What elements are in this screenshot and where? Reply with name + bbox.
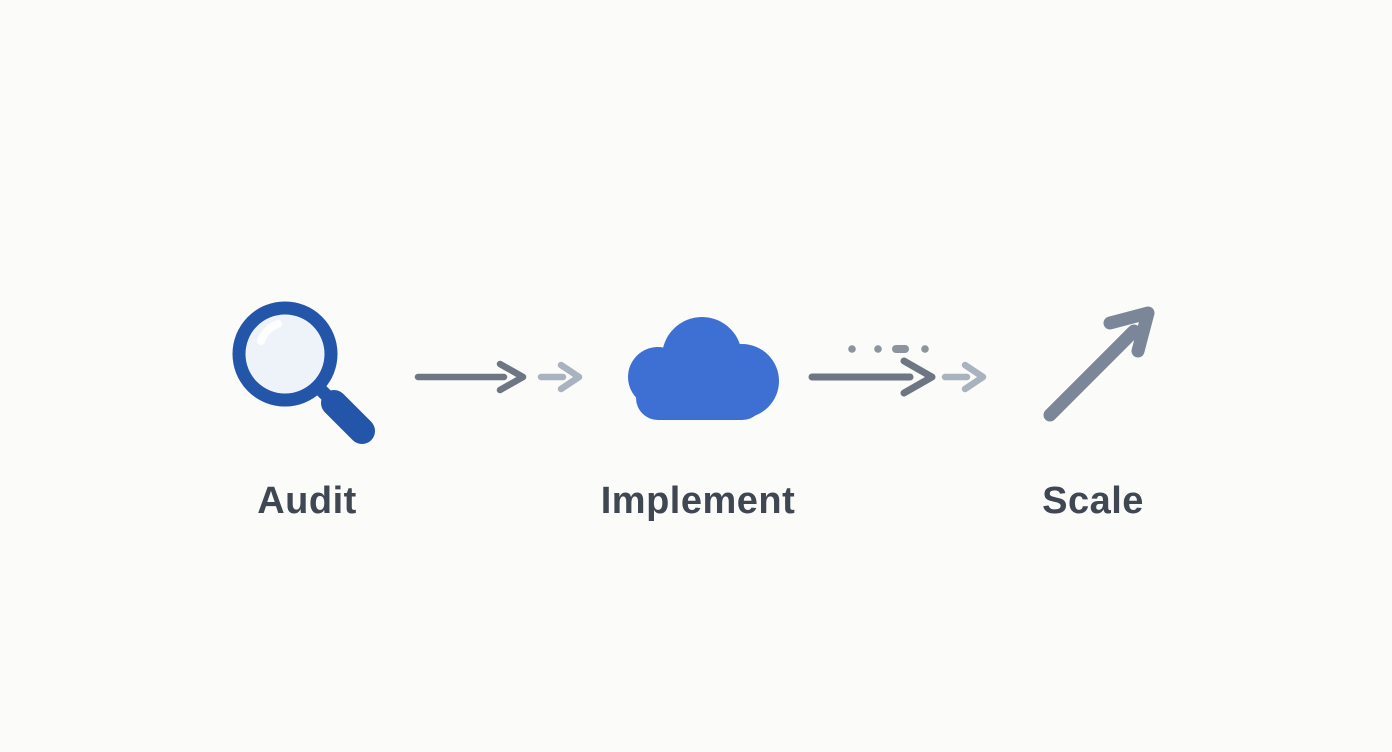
magnifying-glass-icon [232,301,375,444]
upward-trend-arrow-icon [1043,306,1155,422]
small-arrow-icon-1 [537,361,583,393]
arrow-implement-to-scale [808,357,936,397]
small-arrow-icon-2 [941,361,987,393]
dotted-accent-icon [848,345,929,353]
step-label-scale: Scale [1042,480,1144,522]
step-label-audit: Audit [257,480,357,522]
arrow-audit-to-implement [414,360,527,394]
step-label-implement: Implement [600,480,796,522]
cloud-icon [628,317,779,420]
